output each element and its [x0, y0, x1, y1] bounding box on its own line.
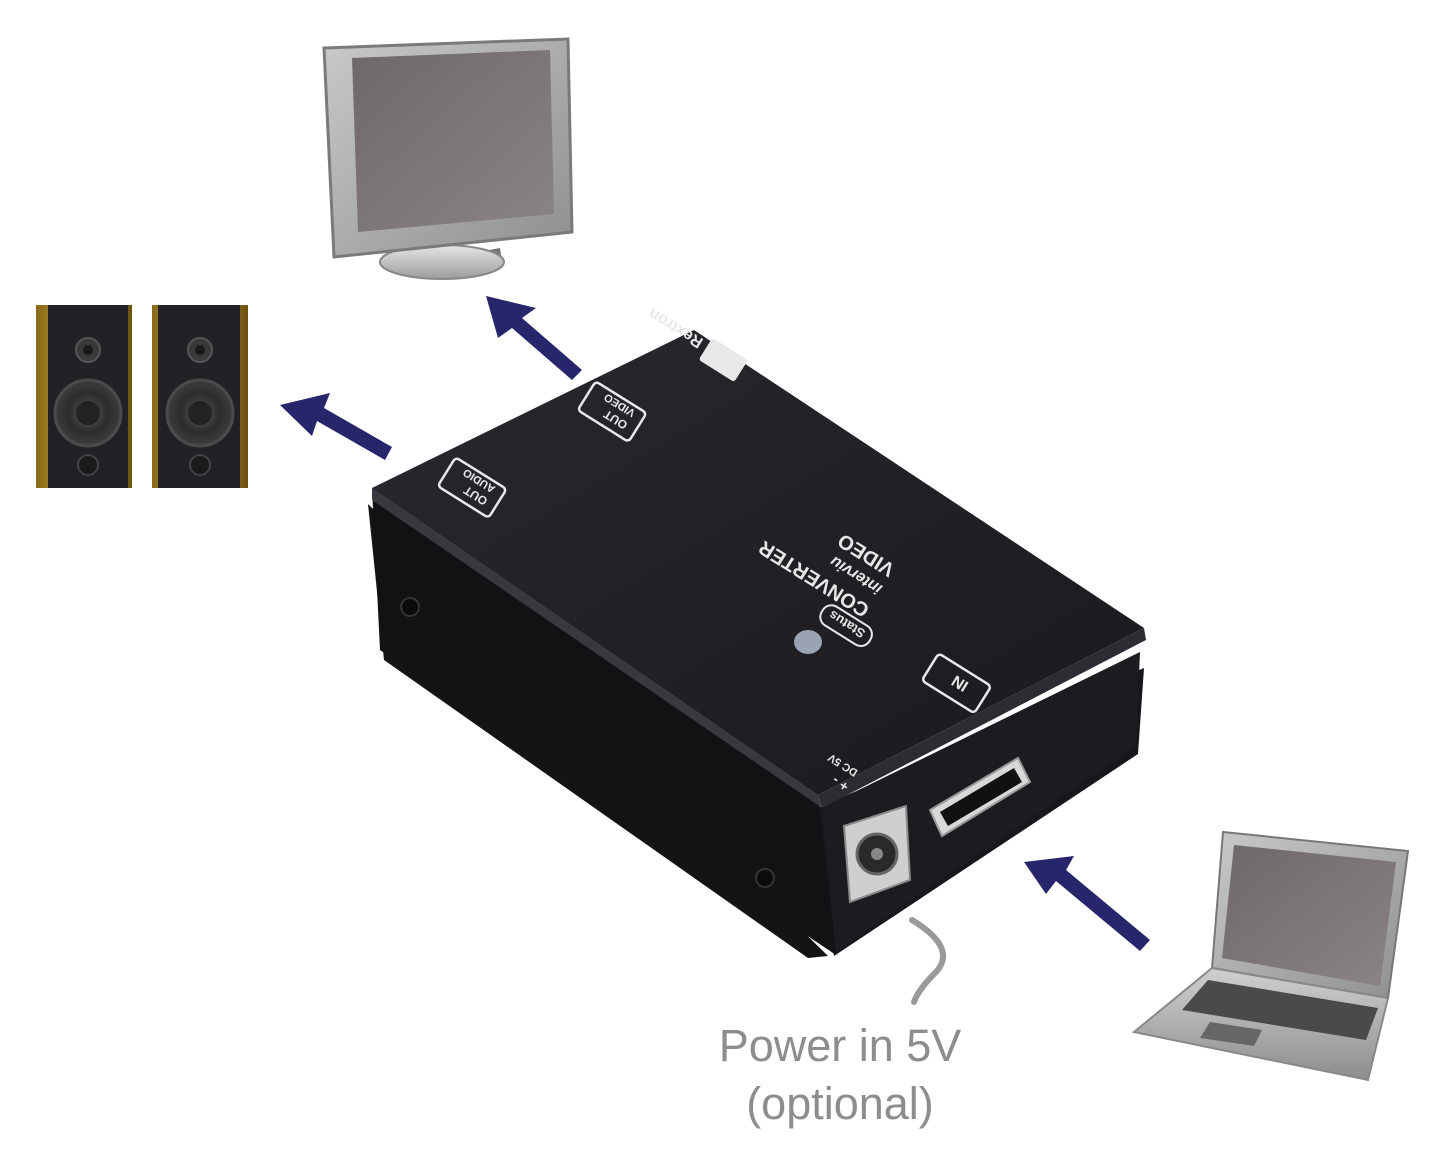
speaker-icon — [152, 305, 248, 488]
laptop-icon — [1134, 832, 1408, 1080]
speaker-icon — [36, 305, 132, 488]
power-caption-line2: (optional) — [690, 1076, 990, 1132]
power-cable — [912, 920, 943, 1002]
power-caption-line1: Power in 5V — [690, 1018, 990, 1074]
status-led — [794, 630, 822, 654]
monitor-icon — [324, 39, 572, 279]
